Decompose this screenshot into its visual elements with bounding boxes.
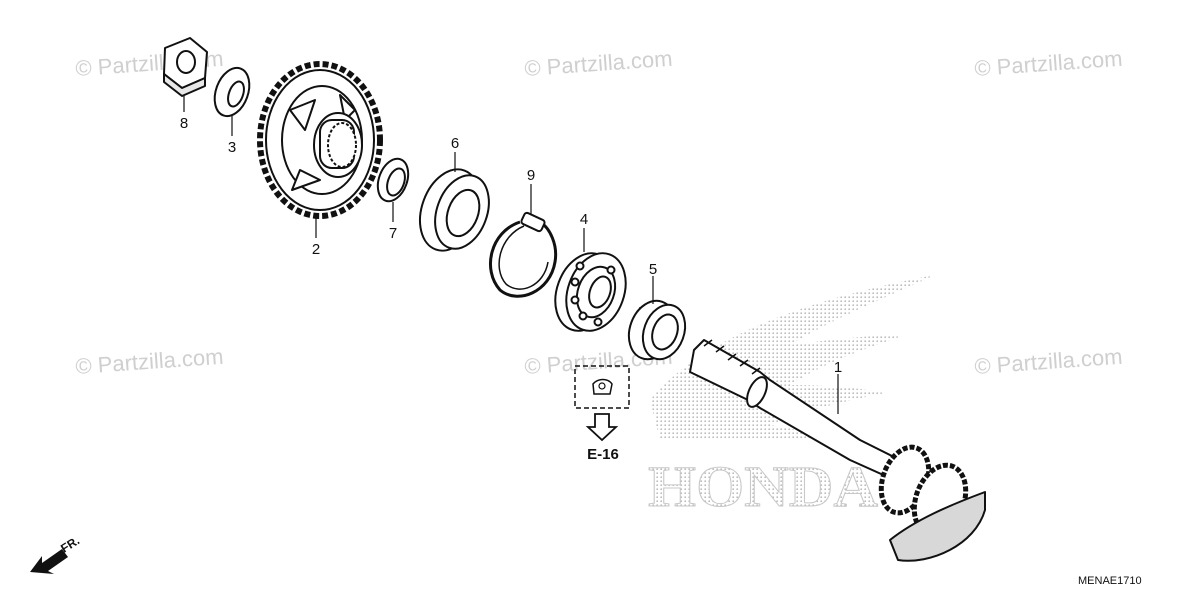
callout-8: 8 — [180, 115, 188, 132]
front-arrow-icon — [30, 549, 68, 574]
part-oil-seal[interactable] — [409, 161, 498, 259]
watermark: © Partzilla.com — [524, 46, 674, 81]
callout-4: 4 — [580, 211, 588, 228]
diagram-code: MENAE1710 — [1078, 575, 1142, 587]
callout-9: 9 — [527, 167, 535, 184]
watermark: © Partzilla.com — [974, 344, 1124, 379]
callout-7: 7 — [389, 225, 397, 242]
watermark: © Partzilla.com — [75, 344, 225, 379]
watermark: © Partzilla.com — [974, 46, 1124, 81]
part-nut[interactable] — [163, 37, 208, 97]
part-sprocket[interactable] — [257, 61, 383, 219]
down-arrow-icon — [585, 413, 619, 442]
part-small-seal[interactable] — [372, 155, 413, 206]
part-spindle[interactable] — [689, 339, 986, 562]
callout-5: 5 — [649, 261, 657, 278]
honda-wing-icon — [650, 275, 935, 440]
part-circlip[interactable] — [489, 211, 558, 298]
callout-leaders — [183, 96, 839, 414]
callout-2: 2 — [312, 241, 320, 258]
callout-6: 6 — [451, 135, 459, 152]
reference-inset[interactable] — [574, 365, 630, 442]
reference-label[interactable]: E-16 — [587, 446, 619, 463]
part-needle-bearing[interactable] — [621, 294, 692, 365]
brand-background-text: HONDA — [648, 454, 878, 519]
callout-3: 3 — [228, 139, 236, 156]
part-bearing[interactable] — [545, 245, 636, 339]
callout-1: 1 — [834, 359, 842, 376]
part-washer[interactable] — [208, 63, 255, 121]
